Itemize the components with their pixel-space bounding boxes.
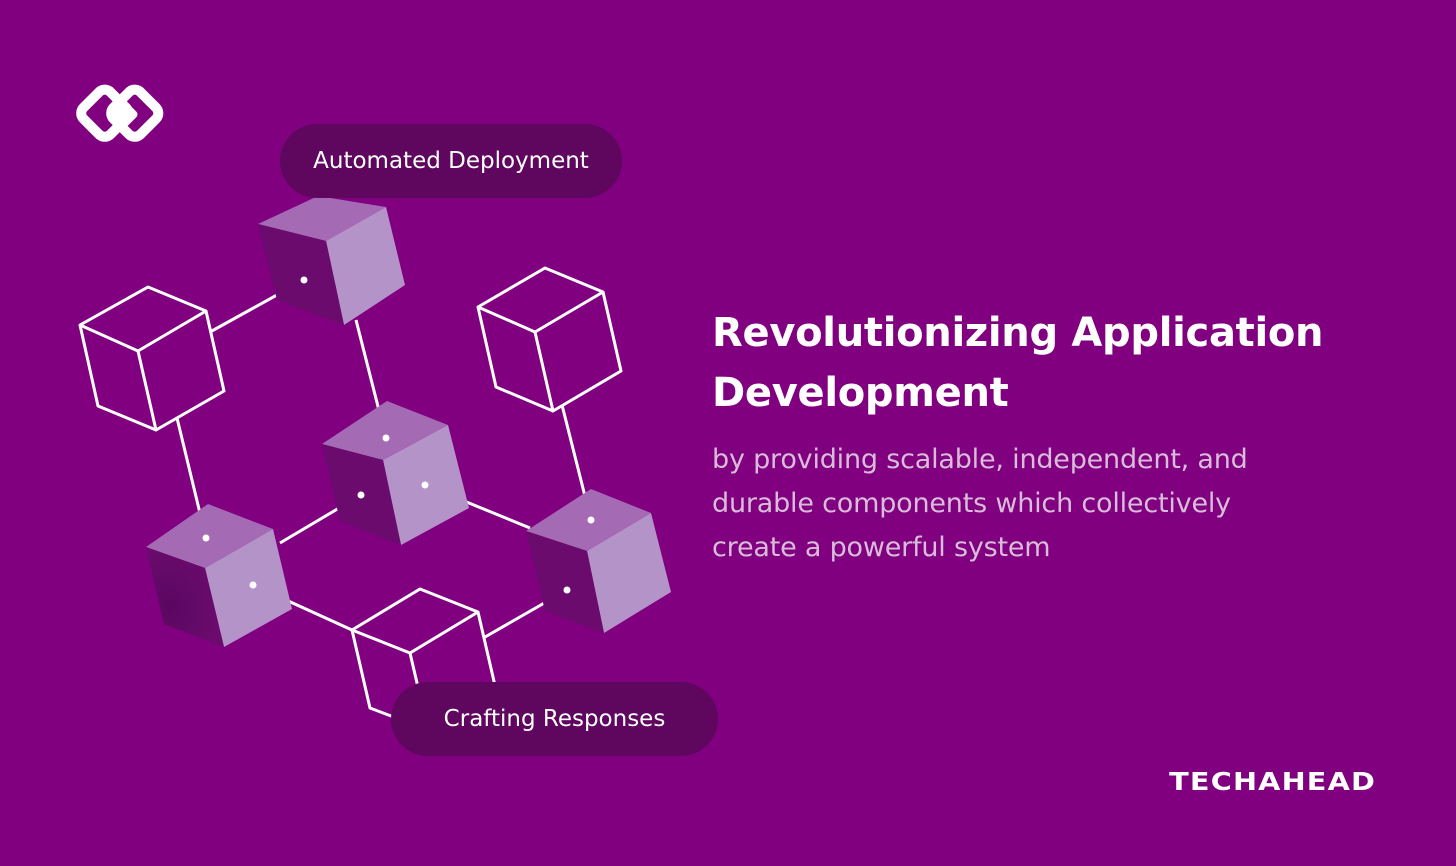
automated-deployment-label: Automated Deployment: [280, 124, 622, 198]
connector-dots: [202, 276, 595, 594]
solid-cube-middle: [322, 401, 469, 545]
brand-wordmark: TECHAHEAD: [1100, 764, 1376, 798]
crafting-responses-label: Crafting Responses: [391, 682, 718, 756]
headline: Revolutionizing Application Development: [712, 303, 1412, 423]
subheading-line-2: durable components which collectively: [712, 488, 1231, 519]
wireframe-cube-left: [78, 285, 226, 432]
automated-deployment-text: Automated Deployment: [313, 148, 589, 174]
solid-cube-left: [146, 504, 292, 647]
subheading-line-3: create a powerful system: [712, 532, 1051, 563]
brand-name: TECHAHEAD: [1169, 766, 1376, 796]
subheading-line-1: by providing scalable, independent, and: [712, 444, 1248, 475]
headline-line-2: Development: [712, 370, 1009, 416]
subheading: by providing scalable, independent, and …: [712, 438, 1352, 570]
wireframe-cube-right: [476, 266, 623, 413]
brand-logo-icon: [76, 84, 164, 142]
solid-cube-right: [526, 489, 671, 633]
crafting-responses-text: Crafting Responses: [443, 706, 666, 732]
headline-line-1: Revolutionizing Application: [712, 310, 1324, 356]
solid-cube-top: [258, 196, 405, 325]
